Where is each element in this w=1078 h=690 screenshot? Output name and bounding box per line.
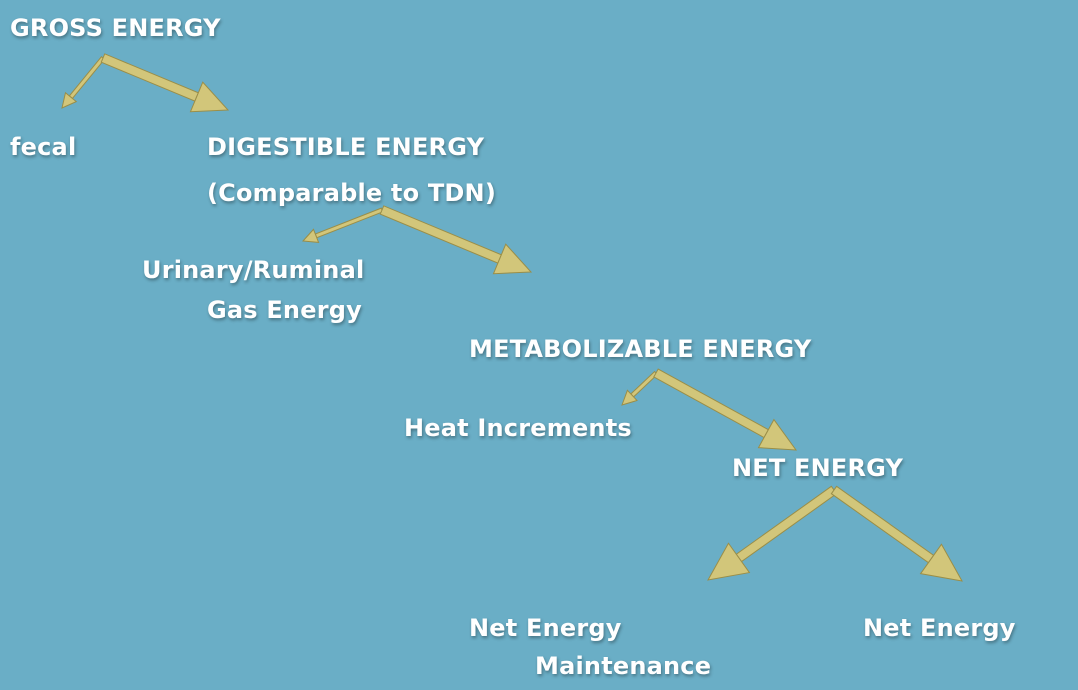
arrow-gross-to-digestible-shaft	[100, 53, 199, 102]
net-energy-label: NET ENERGY	[732, 454, 904, 482]
arrow-metab-to-net	[653, 368, 798, 451]
arrow-gross-to-digestible	[100, 53, 230, 113]
arrow-digestible-to-urinary	[301, 207, 384, 243]
arrow-digestible-to-metab-head	[492, 243, 533, 275]
arrow-gross-to-digestible-head	[189, 81, 230, 113]
arrow-gross-to-fecal-shaft	[68, 56, 106, 100]
fecal-label: fecal	[10, 133, 77, 161]
digestible-energy-label: DIGESTIBLE ENERGY	[207, 133, 485, 161]
arrow-net-to-other-shaft	[830, 485, 935, 564]
arrow-net-to-other	[830, 485, 963, 582]
net-energy-maintenance-line1: Net Energy	[469, 614, 622, 642]
arrow-net-to-other-head	[919, 543, 963, 582]
arrow-gross-to-fecal-head	[61, 91, 78, 109]
arrow-net-to-maintenance	[707, 485, 838, 581]
arrow-digestible-to-metab-shaft	[379, 205, 502, 264]
metabolizable-energy-label: METABOLIZABLE ENERGY	[469, 335, 812, 363]
arrow-net-to-maintenance-shaft	[735, 485, 838, 563]
urinary-ruminal-label: Urinary/Ruminal	[142, 256, 365, 284]
digestible-note-label: (Comparable to TDN)	[207, 179, 496, 207]
arrow-metab-to-net-shaft	[653, 368, 770, 439]
arrow-digestible-to-urinary-head	[301, 228, 320, 243]
arrow-digestible-to-metab	[379, 205, 533, 275]
arrow-metab-to-heat-shaft	[630, 370, 659, 398]
arrow-net-to-maintenance-head	[707, 542, 751, 581]
arrow-metab-to-heat	[621, 370, 659, 406]
gross-energy-label: GROSS ENERGY	[10, 14, 221, 42]
gas-energy-label: Gas Energy	[207, 296, 362, 324]
arrow-metab-to-heat-head	[621, 389, 638, 406]
arrow-gross-to-fecal	[61, 56, 106, 109]
arrows-group	[61, 53, 963, 582]
net-energy-maintenance-line2: Maintenance	[535, 652, 712, 680]
net-energy-other-label: Net Energy	[863, 614, 1016, 642]
arrow-metab-to-net-head	[757, 418, 798, 451]
heat-increments-label: Heat Increments	[404, 414, 632, 442]
